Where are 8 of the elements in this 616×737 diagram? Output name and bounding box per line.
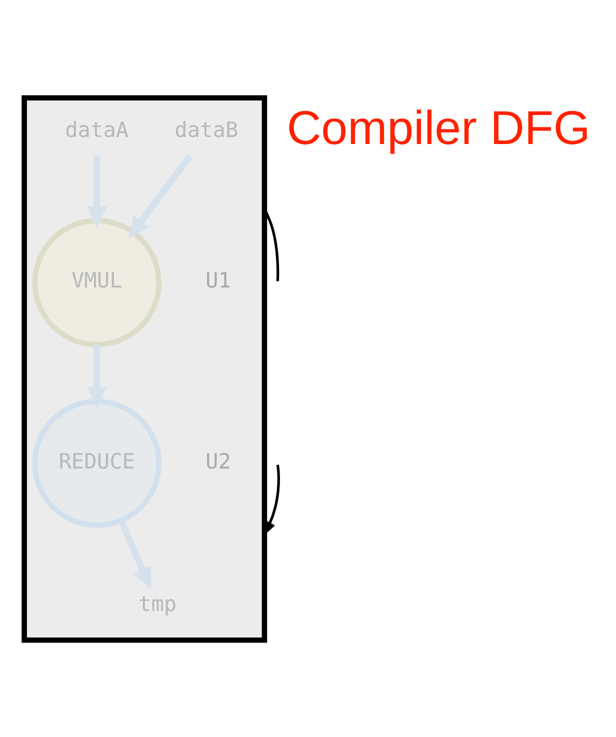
label: Compiler DFG [286,101,590,154]
arrow [118,518,152,590]
arrow [87,155,107,228]
node-label: U2 [206,448,231,473]
arrow [128,153,192,238]
arrow [87,344,107,409]
cluster [22,94,268,642]
node-label: U1 [206,267,231,292]
